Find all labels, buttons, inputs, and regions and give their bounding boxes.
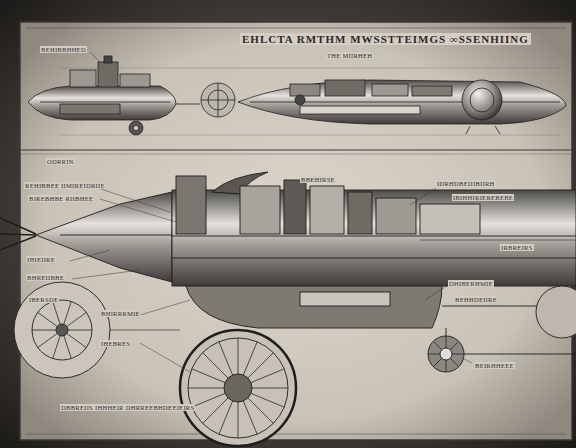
- part-label: BBEHIRSE: [300, 176, 336, 183]
- part-label: DBBREIIS IHHHEIR DHRREEBHDEEIEIRS: [60, 404, 195, 411]
- part-label: BEHHDEIIRE: [454, 296, 498, 303]
- part-label: IHIEIIRE: [26, 256, 56, 263]
- sheet-title: EHLCTA RMTHM MWSSTTEIMGS ∞SSENHIING: [240, 33, 531, 45]
- part-label: REHIBBEE IIMIREIDRIIE: [24, 182, 106, 189]
- part-label: IBERSDE: [28, 296, 59, 303]
- part-label: DHIBERHMIE: [448, 280, 494, 287]
- part-label: THE MIIRHEH: [326, 52, 373, 59]
- part-label: IHEBRES: [100, 340, 131, 347]
- part-label: ODRRIN: [46, 158, 75, 165]
- part-label: BIREBHBE RIIBHEE: [28, 195, 94, 202]
- part-label: BHIRRRMIE: [100, 310, 141, 317]
- part-label: IBIHHIRIEREBEBE: [452, 194, 514, 201]
- part-label: IDRHDBEIIIBIIRH: [436, 180, 496, 187]
- part-label: IRBREIRS: [500, 244, 534, 251]
- part-label: BHREIIBBE: [26, 274, 65, 281]
- part-label: BEHIBBHHED: [40, 46, 87, 53]
- part-label: BEIRHHEEE: [474, 362, 515, 369]
